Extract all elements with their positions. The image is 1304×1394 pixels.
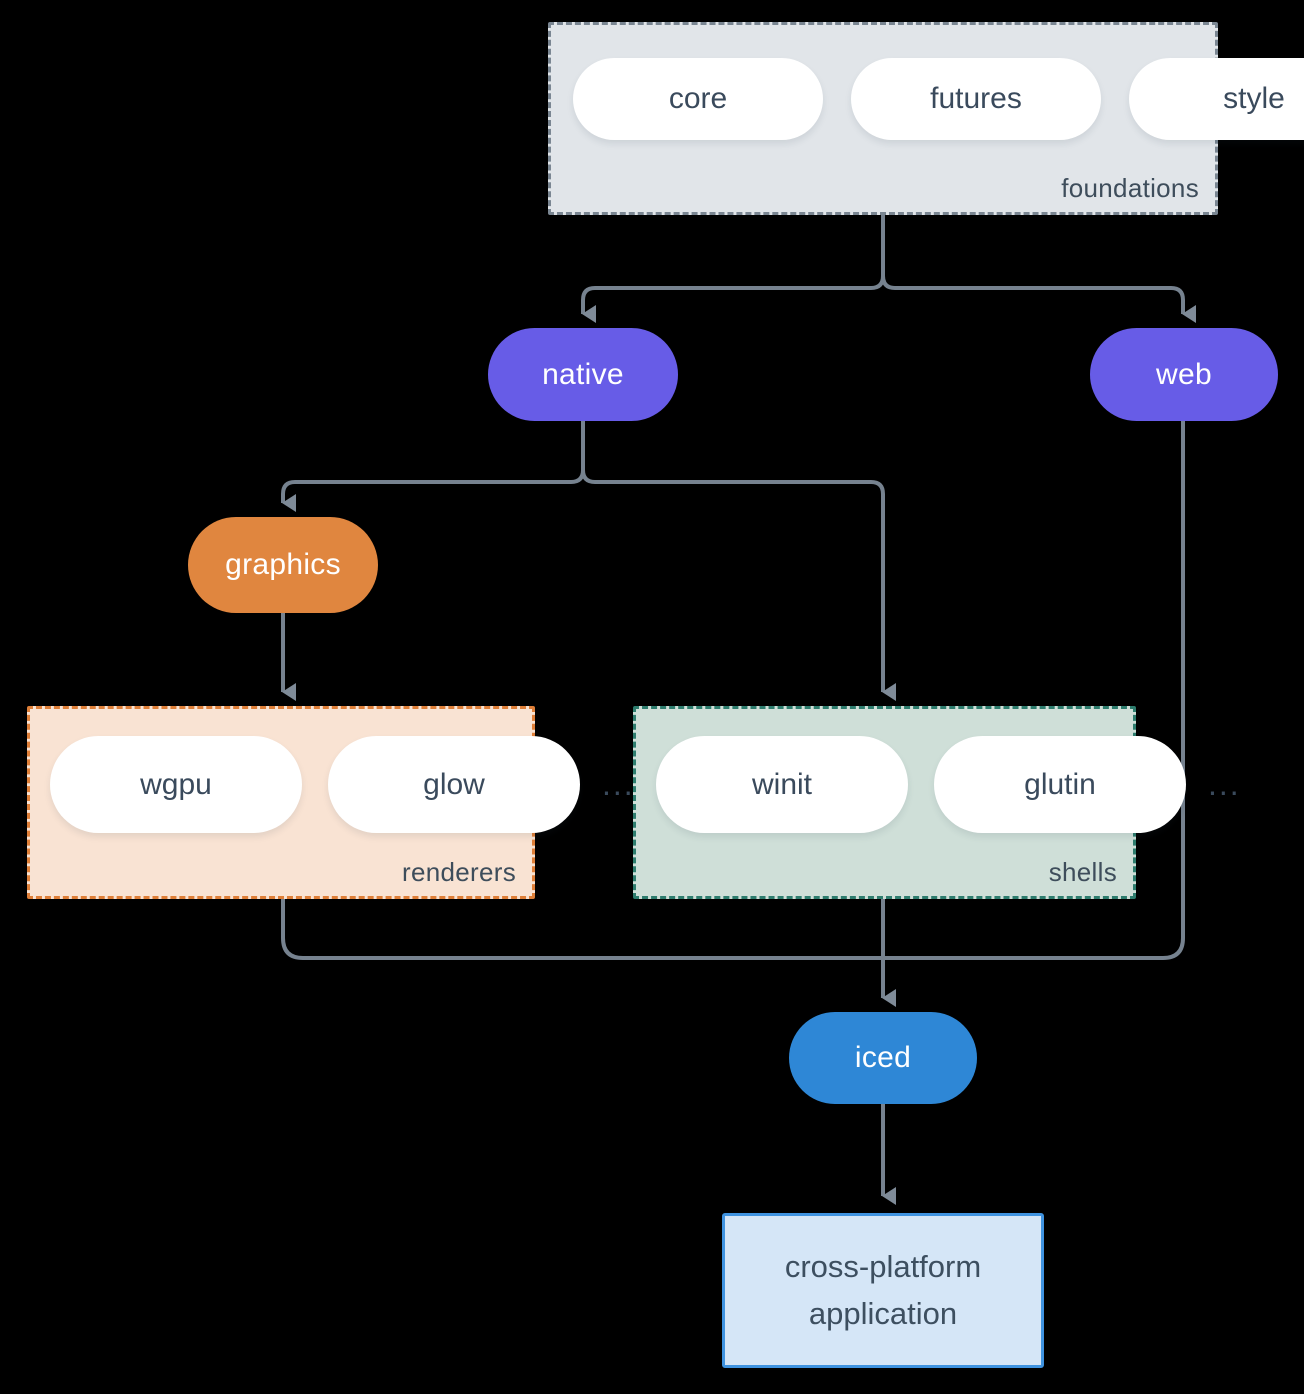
foundations-label: foundations — [1061, 173, 1199, 203]
shells-ellipsis: ... — [1208, 766, 1241, 802]
edge-native-graphics — [281, 421, 585, 512]
pill-futures: futures — [851, 58, 1101, 140]
renderers-label: renderers — [402, 857, 516, 887]
application-line1: cross-platform — [784, 1249, 982, 1284]
edge-foundations-web — [881, 215, 1196, 323]
foundations-group: core futures style foundations — [548, 22, 1304, 215]
edge-web-merge — [883, 421, 1185, 960]
pill-core: core — [573, 58, 823, 140]
pill-glutin: glutin — [934, 736, 1186, 833]
pill-style: style — [1129, 58, 1304, 140]
shells-group: winit glutin ... shells — [633, 706, 1239, 899]
node-iced: iced — [789, 1012, 977, 1104]
node-web: web — [1090, 328, 1278, 421]
application-line2: application — [808, 1295, 958, 1331]
renderers-pill-row: wgpu glow ... — [50, 736, 635, 833]
renderers-group: wgpu glow ... renderers — [27, 706, 633, 899]
shells-pill-row: winit glutin ... — [656, 736, 1241, 833]
pill-glow: glow — [328, 736, 580, 833]
pill-winit: winit — [656, 736, 908, 833]
pill-wgpu: wgpu — [50, 736, 302, 833]
node-native: native — [488, 328, 678, 421]
shells-label: shells — [1048, 857, 1117, 887]
renderers-ellipsis: ... — [602, 766, 635, 802]
edge-native-shells — [581, 421, 896, 701]
node-graphics: graphics — [188, 517, 378, 613]
application-box: cross-platform application — [722, 1213, 1044, 1368]
edge-renderers-merge — [281, 899, 883, 960]
edge-foundations-native — [581, 215, 885, 323]
foundations-pill-row: core futures style — [573, 58, 1304, 140]
